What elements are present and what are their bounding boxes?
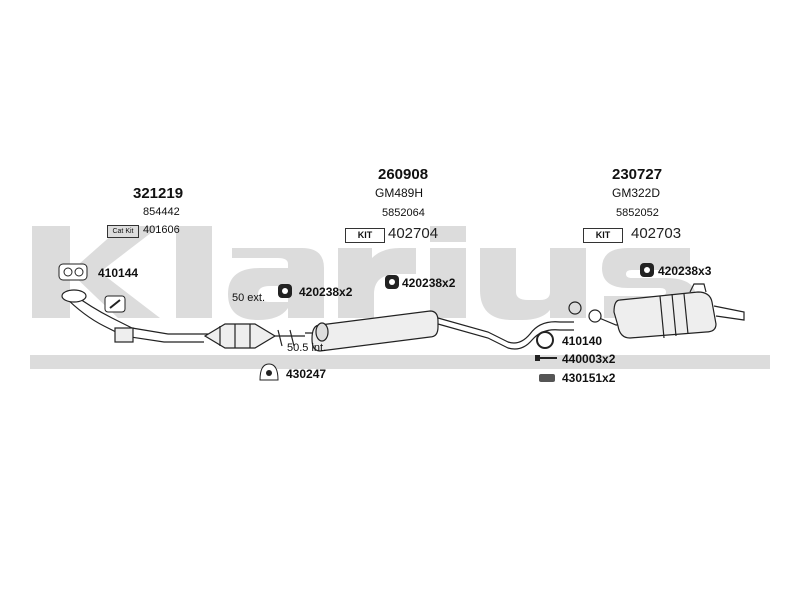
kit-label: KIT — [583, 228, 623, 243]
part-number-230727: 230727 — [612, 166, 663, 183]
oe-reference: GM322D — [612, 186, 661, 200]
fitting-code: 430151x2 — [562, 371, 616, 385]
fitting-code: 430247 — [286, 367, 327, 381]
oe-reference: GM489H — [375, 186, 424, 200]
dimension-int: 50.5 int. — [287, 342, 327, 354]
kit-number: 402703 — [631, 225, 682, 242]
oe-reference: 854442 — [143, 206, 180, 218]
fitting-code: 420238x2 — [299, 285, 353, 299]
kit-number: 402704 — [388, 225, 439, 242]
dimension-ext: 50 ext. — [232, 292, 266, 304]
rubber-mount-icon — [640, 263, 654, 277]
fitting-code: 410144 — [98, 266, 139, 280]
bolt-icon — [104, 295, 126, 313]
clamp-icon — [539, 374, 555, 382]
rubber-mount-icon — [385, 275, 399, 289]
rubber-mount-icon — [278, 284, 292, 298]
fitting-code: 410140 — [562, 334, 603, 348]
gasket-icon — [58, 263, 88, 281]
bolt-icon — [535, 355, 557, 361]
cat-kit-label: Cat Kit — [107, 225, 139, 238]
part-number-321219: 321219 — [133, 185, 184, 202]
kit-label: KIT — [345, 228, 385, 243]
sub-reference: 5852064 — [382, 207, 425, 219]
ring-gasket-icon — [536, 331, 554, 349]
kit-number: 401606 — [143, 224, 180, 236]
fitting-code: 440003x2 — [562, 352, 616, 366]
fitting-code: 420238x2 — [402, 276, 456, 290]
bracket-icon — [259, 363, 279, 381]
fitting-code: 420238x3 — [658, 264, 712, 278]
sub-reference: 5852052 — [616, 207, 659, 219]
part-number-260908: 260908 — [378, 166, 429, 183]
